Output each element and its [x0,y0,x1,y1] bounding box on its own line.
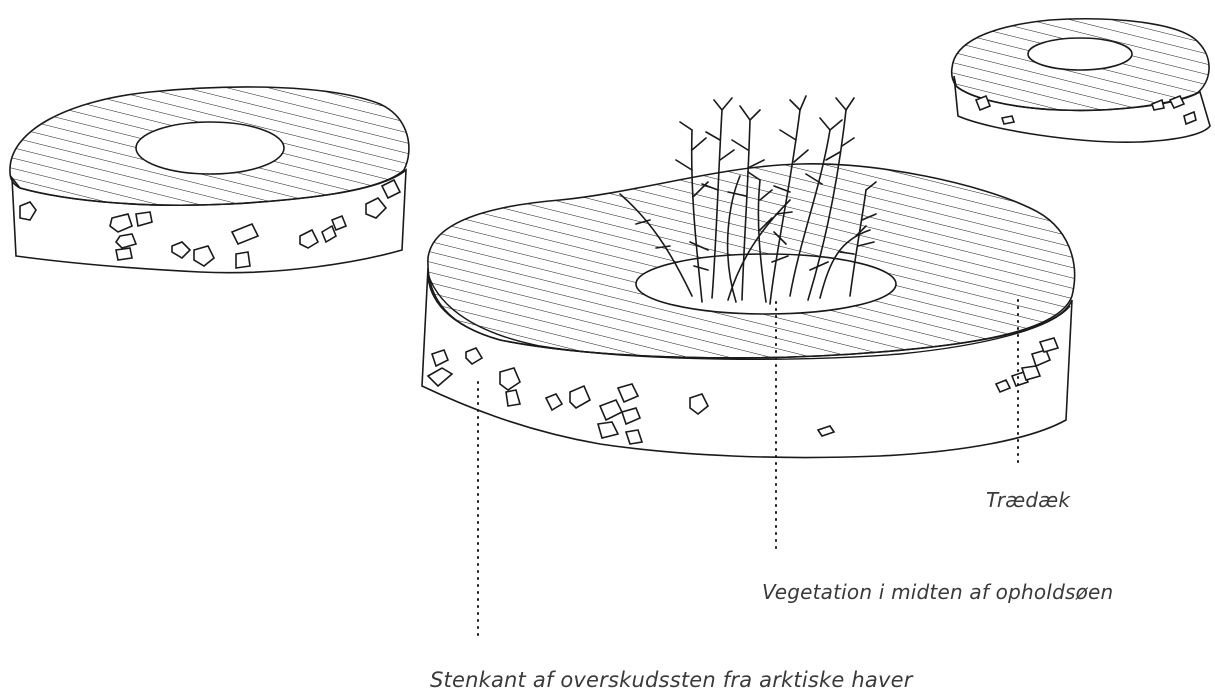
vegetation-shrubs [619,95,877,305]
left-island-center-opening [135,121,285,175]
label-deck: Trædæk [986,488,1071,512]
right-island [950,18,1211,143]
label-stone-edge: Stenkant af overskudssten fra arktiske h… [430,668,913,692]
left-island-stones [19,178,402,269]
main-island [421,95,1076,459]
main-island-stones [426,337,1060,445]
leader-lines [477,299,1019,637]
label-vegetation: Vegetation i midten af opholdsøen [762,580,1114,604]
left-island [9,86,410,274]
right-island-stones [974,94,1197,126]
right-island-center-opening [1027,37,1133,71]
